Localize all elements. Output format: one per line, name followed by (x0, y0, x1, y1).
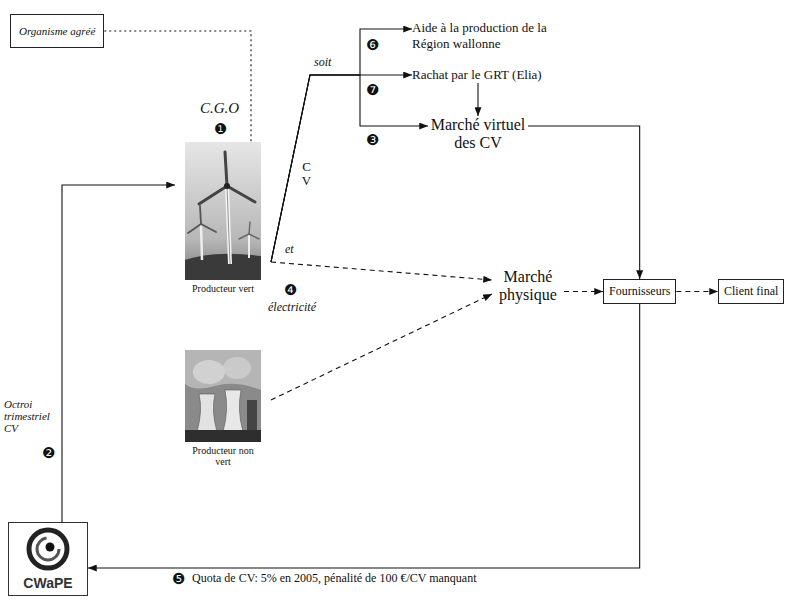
conventional-producer: Producteur non vert (175, 350, 271, 467)
flow-arrow (271, 75, 412, 262)
flow-label: C V (300, 160, 313, 189)
client-box: Client final (718, 279, 784, 304)
node-text: Organisme agréé (19, 25, 95, 37)
callout-number: ❹ (284, 283, 297, 298)
flow-arrow (477, 83, 478, 116)
flow-label: et (285, 242, 294, 257)
node-text: CWaPE (9, 575, 87, 591)
callout-number: ❺ (172, 572, 185, 587)
aid-target: Aide à la production de la Région wallon… (412, 20, 580, 52)
edge-label: Quota de CV: 5% en 2005, pénalité de 100… (192, 571, 477, 586)
dotted-link (104, 31, 251, 142)
node-text: Rachat par le GRT (Elia) (412, 67, 542, 83)
flow-arrow (271, 29, 412, 262)
node-text: Producteur vert (175, 283, 271, 294)
flow-label: C.G.O (200, 100, 239, 117)
edge-label: électricité (268, 300, 316, 315)
regulator-logo-mark (8, 522, 88, 574)
green-producer: Producteur vert (175, 142, 271, 294)
buyback-target: Rachat par le GRT (Elia) (412, 67, 542, 83)
flow-arrow (62, 185, 175, 522)
dashed-flow (676, 291, 718, 292)
callout-number: ❼ (366, 83, 379, 98)
physical-market: Marché physique (492, 268, 564, 305)
supplier-box: Fournisseurs (603, 279, 676, 304)
wind-turbine-picture (175, 142, 271, 280)
node-text: Marché virtuel des CV (428, 116, 528, 153)
dashed-flow (271, 262, 492, 280)
node-text: Producteur non vert (192, 445, 254, 467)
callout-number: ❶ (214, 122, 227, 137)
agency-box: Organisme agréé (10, 14, 104, 48)
callout-number: ❷ (42, 446, 55, 461)
node-text: Client final (724, 284, 778, 299)
dashed-flow (564, 291, 603, 292)
node-text: Marché physique (492, 268, 564, 305)
virtual-market: Marché virtuel des CV (428, 116, 528, 153)
node-text: Fournisseurs (609, 284, 670, 299)
flow-label: soit (314, 55, 331, 70)
flow-arrow (528, 126, 640, 279)
callout-number: ❸ (366, 133, 379, 148)
flow-arrow (271, 75, 428, 262)
power-plant-picture (175, 350, 271, 442)
flow-arrow (88, 304, 640, 568)
edge-label: Octroi trimestriel CV (4, 398, 60, 434)
regulator-logo: CWaPE (8, 522, 88, 596)
node-text: Aide à la production de la Région wallon… (412, 20, 580, 52)
callout-number: ❻ (366, 38, 379, 53)
